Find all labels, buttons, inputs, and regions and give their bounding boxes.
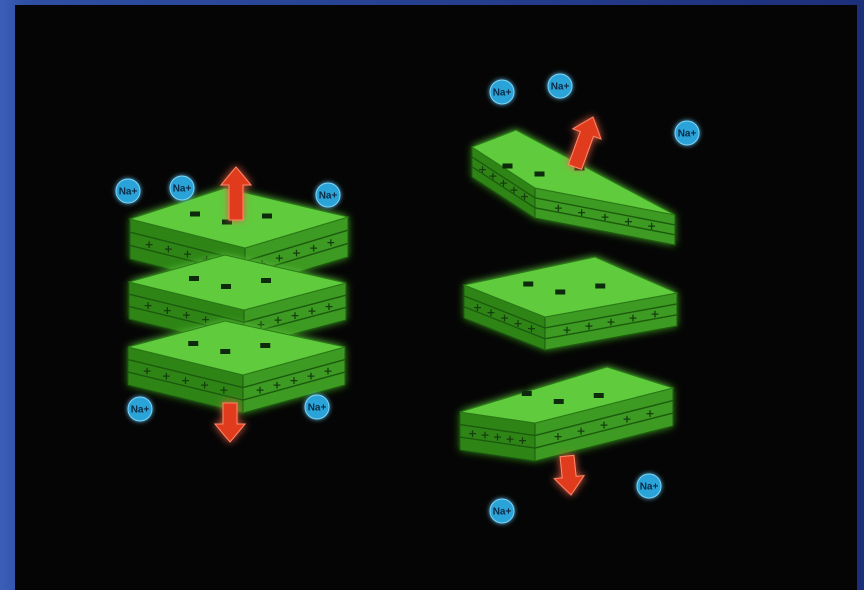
positive-charge-mark: +: [275, 252, 284, 265]
negative-charge-mark: [535, 172, 545, 177]
positive-charge-mark: +: [499, 177, 508, 190]
sodium-ion-icon: Na+: [490, 80, 514, 104]
negative-charge-mark: [522, 391, 532, 396]
negative-charge-mark: [262, 214, 272, 219]
positive-charge-mark: +: [473, 301, 482, 314]
positive-charge-mark: +: [650, 308, 659, 321]
positive-charge-mark: +: [289, 374, 298, 387]
positive-charge-mark: +: [520, 190, 529, 203]
positive-charge-mark: +: [478, 163, 487, 176]
ion-label: Na+: [493, 88, 512, 99]
negative-charge-mark: [260, 343, 270, 348]
sodium-ion-icon: Na+: [116, 179, 140, 203]
ion-label: Na+: [308, 403, 327, 414]
positive-charge-mark: +: [273, 314, 282, 327]
ion-label: Na+: [173, 184, 192, 195]
ion-label: Na+: [678, 129, 697, 140]
ion-label: Na+: [131, 405, 150, 416]
positive-charge-mark: +: [584, 320, 593, 333]
positive-charge-mark: +: [200, 379, 209, 392]
sodium-ion-icon: Na+: [316, 183, 340, 207]
positive-charge-mark: +: [163, 304, 172, 317]
sodium-ion-icon: Na+: [128, 397, 152, 421]
positive-charge-mark: +: [576, 424, 585, 437]
positive-charge-mark: +: [326, 236, 335, 249]
clay-layer: + + + + + + + + + +: [464, 257, 677, 350]
positive-charge-mark: +: [624, 215, 633, 228]
positive-charge-mark: +: [599, 419, 608, 432]
negative-charge-mark: [261, 278, 271, 283]
ion-label: Na+: [119, 187, 138, 198]
negative-charge-mark: [554, 399, 564, 404]
sodium-ion-icon: Na+: [548, 74, 572, 98]
positive-charge-mark: +: [324, 300, 333, 313]
sodium-ion-icon: Na+: [675, 121, 699, 145]
sodium-ion-icon: Na+: [170, 176, 194, 200]
positive-charge-mark: +: [323, 365, 332, 378]
positive-charge-mark: +: [272, 379, 281, 392]
positive-charge-mark: +: [468, 427, 477, 440]
positive-charge-mark: +: [144, 299, 153, 312]
positive-charge-mark: +: [182, 309, 191, 322]
negative-charge-mark: [555, 290, 565, 295]
positive-charge-mark: +: [307, 305, 316, 318]
separation-arrow-icon: [552, 454, 586, 496]
negative-charge-mark: [190, 212, 200, 217]
positive-charge-mark: +: [647, 220, 656, 233]
positive-charge-mark: +: [606, 316, 615, 329]
diagram-canvas: + + + + + + + + + + + + + + + + + + + + + + + + + + + + + + + + + + + + + + + +…: [15, 5, 857, 590]
positive-charge-mark: +: [201, 313, 210, 326]
positive-charge-mark: +: [553, 430, 562, 443]
positive-charge-mark: +: [145, 238, 154, 251]
positive-charge-mark: +: [480, 429, 489, 442]
sodium-ion-icon: Na+: [490, 499, 514, 523]
positive-charge-mark: +: [628, 312, 637, 325]
positive-charge-mark: +: [162, 369, 171, 382]
positive-charge-mark: +: [309, 241, 318, 254]
positive-charge-mark: +: [290, 309, 299, 322]
clay-layer: ++++++++++: [460, 367, 673, 461]
positive-charge-mark: +: [500, 312, 509, 325]
ion-label: Na+: [319, 191, 338, 202]
negative-charge-mark: [221, 284, 231, 289]
negative-charge-mark: [189, 276, 199, 281]
negative-charge-mark: [503, 164, 513, 169]
negative-charge-mark: [594, 393, 604, 398]
positive-charge-mark: +: [622, 413, 631, 426]
ion-label: Na+: [551, 82, 570, 93]
positive-charge-mark: +: [513, 317, 522, 330]
negative-charge-mark: [220, 349, 230, 354]
positive-charge-mark: +: [292, 247, 301, 260]
sodium-ion-icon: Na+: [305, 395, 329, 419]
positive-charge-mark: +: [577, 206, 586, 219]
positive-charge-mark: +: [600, 211, 609, 224]
positive-charge-mark: +: [181, 374, 190, 387]
positive-charge-mark: +: [486, 306, 495, 319]
negative-charge-mark: [523, 282, 533, 287]
positive-charge-mark: +: [143, 365, 152, 378]
sodium-ion-icon: Na+: [637, 474, 661, 498]
ion-label: Na+: [640, 482, 659, 493]
positive-charge-mark: +: [493, 431, 502, 444]
clay-swelling-diagram: + + + + + + + + + + + + + + + + + + + + + + + + + + + + + + + + + + + + + + + +…: [15, 5, 857, 590]
positive-charge-mark: +: [518, 434, 527, 447]
positive-charge-mark: +: [306, 369, 315, 382]
positive-charge-mark: +: [509, 183, 518, 196]
positive-charge-mark: +: [554, 202, 563, 215]
positive-charge-mark: +: [255, 383, 264, 396]
clay-layer: ++++++++++: [472, 130, 675, 245]
positive-charge-mark: +: [183, 248, 192, 261]
negative-charge-mark: [188, 341, 198, 346]
positive-charge-mark: +: [562, 324, 571, 337]
positive-charge-mark: +: [645, 407, 654, 420]
negative-charge-mark: [595, 284, 605, 289]
positive-charge-mark: +: [527, 322, 536, 335]
ion-label: Na+: [493, 507, 512, 518]
positive-charge-mark: +: [488, 170, 497, 183]
positive-charge-mark: +: [219, 383, 228, 396]
positive-charge-mark: +: [164, 243, 173, 256]
positive-charge-mark: +: [505, 432, 514, 445]
